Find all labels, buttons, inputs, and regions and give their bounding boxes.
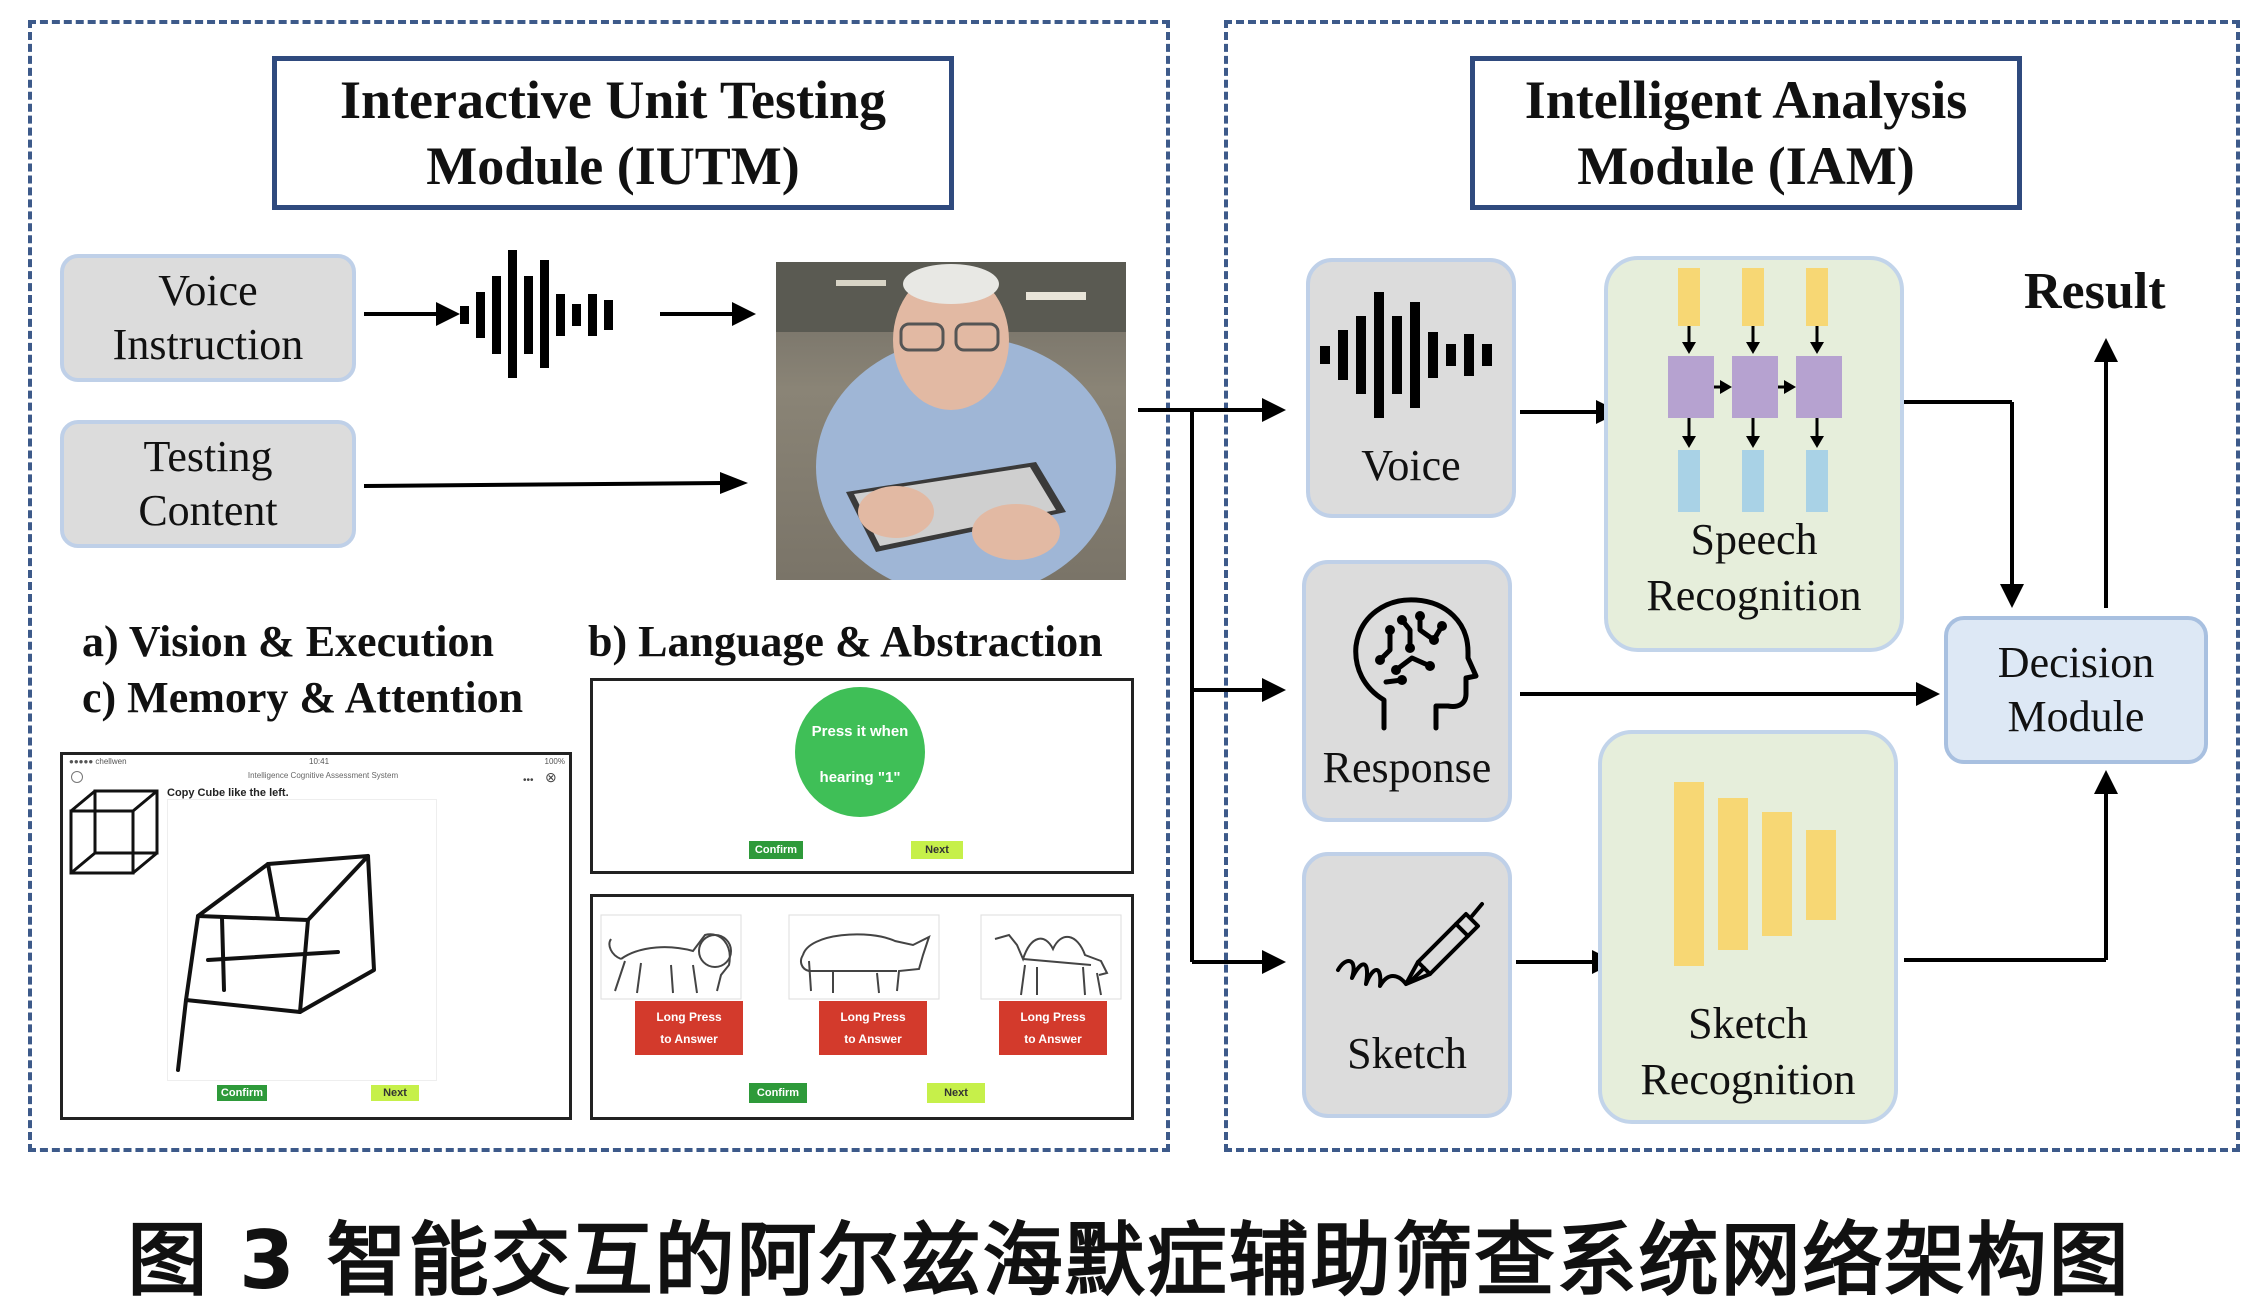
iam-title: Intelligent Analysis Module (IAM) xyxy=(1470,56,2022,210)
voice-waveform-icon xyxy=(1320,292,1492,418)
camel-drawing xyxy=(980,914,1122,1000)
app-header: Intelligence Cognitive Assessment System xyxy=(247,771,399,780)
result-label: Result xyxy=(2024,263,2166,320)
decision-module-box: Decision Module xyxy=(1944,616,2208,764)
voice-label: Voice xyxy=(1361,441,1461,490)
confirm-button[interactable]: Confirm xyxy=(749,1083,807,1103)
section-a-label: a) Vision & Execution xyxy=(82,617,494,666)
long-press-answer-button-2[interactable]: Long Press to Answer xyxy=(819,1001,927,1055)
hand-drawn-cube xyxy=(176,854,376,1072)
distribution-arrows xyxy=(1138,398,1286,974)
press-bubble[interactable]: Press it when hearing "1" xyxy=(795,687,925,817)
lion-drawing xyxy=(600,914,742,1000)
figure-caption: 图 3 智能交互的阿尔兹海默症辅助筛查系统网络架构图 xyxy=(127,1214,2131,1307)
long-press-answer-button-3[interactable]: Long Press to Answer xyxy=(999,1001,1107,1055)
brain-head-icon xyxy=(1353,597,1479,731)
voice-instruction-box: Voice Instruction xyxy=(60,254,356,382)
voice-waveform-icon xyxy=(364,250,756,378)
rhino-drawing xyxy=(788,914,940,1000)
next-button[interactable]: Next xyxy=(371,1085,419,1101)
testing-content-arrow xyxy=(363,472,748,494)
close-icon[interactable]: ⊗ xyxy=(545,769,557,785)
speech-network-icon xyxy=(1668,268,1842,512)
long-press-answer-button-1[interactable]: Long Press to Answer xyxy=(635,1001,743,1055)
confirm-button[interactable]: Confirm xyxy=(749,841,803,859)
status-bar: ●●●●● chellwen 10:41 100% xyxy=(69,757,565,769)
status-time: 10:41 xyxy=(309,757,330,766)
testing-content-box: Testing Content xyxy=(60,420,356,548)
section-b-label: b) Language & Abstraction xyxy=(588,617,1103,666)
decision-arrows xyxy=(1904,338,2118,962)
animal-naming-screen: Long Press to Answer Long Press to Answe… xyxy=(590,894,1134,1120)
speech-recognition-label: Speech Recognition xyxy=(1646,515,1862,620)
cube-copy-screen: ●●●●● chellwen 10:41 100% Intelligence C… xyxy=(60,752,572,1120)
section-c-label: c) Memory & Attention xyxy=(82,673,524,722)
sketch-network-icon xyxy=(1674,782,1836,966)
bubble-line2: hearing "1" xyxy=(819,769,901,786)
sketch-label: Sketch xyxy=(1347,1029,1467,1078)
next-button[interactable]: Next xyxy=(911,841,963,859)
pen-signature-icon xyxy=(1336,902,1484,988)
participant-photo xyxy=(776,262,1126,580)
response-input-box xyxy=(1302,560,1512,822)
response-label: Response xyxy=(1322,743,1492,792)
status-battery: 100% xyxy=(544,757,565,766)
instruction-text: Copy Cube like the left. xyxy=(167,787,289,799)
iutm-title: Interactive Unit Testing Module (IUTM) xyxy=(272,56,954,210)
status-carrier: ●●●●● chellwen xyxy=(69,757,127,766)
next-button[interactable]: Next xyxy=(927,1083,985,1103)
bubble-line1: Press it when xyxy=(811,723,909,740)
confirm-button[interactable]: Confirm xyxy=(217,1085,267,1101)
back-icon[interactable] xyxy=(71,771,83,783)
menu-icon[interactable]: ••• xyxy=(523,775,534,786)
iam-panel xyxy=(1224,20,2240,1152)
drawing-canvas[interactable] xyxy=(167,799,437,1081)
press-when-hearing-screen: Press it when hearing "1" Confirm Next xyxy=(590,678,1134,874)
sketch-recognition-label: Sketch Recognition xyxy=(1640,999,1856,1104)
iutm-panel xyxy=(28,20,1170,1152)
reference-cube-icon xyxy=(69,789,159,875)
